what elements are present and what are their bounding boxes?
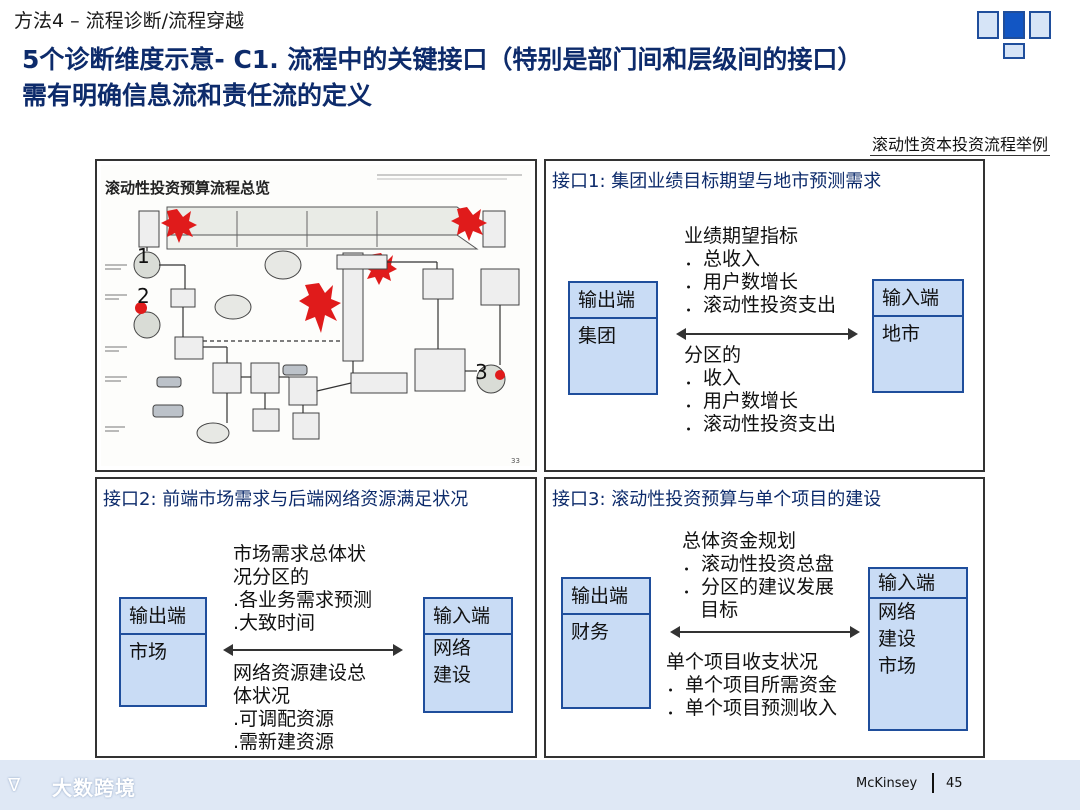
process-diagram-panel: 滚动性投资预算流程总览 1 2 — [95, 159, 537, 472]
bidirectional-arrow — [676, 328, 858, 340]
alert-burst — [451, 207, 487, 241]
output-box-body: 财务 — [571, 621, 610, 643]
marker-3: 3 — [475, 360, 488, 384]
flow-line: ．单个项目预测收入 — [666, 697, 838, 719]
flow-line: 市场需求总体状 — [233, 543, 367, 565]
input-box-body: 建设 — [433, 664, 472, 686]
marker-1: 1 — [137, 244, 150, 268]
flow-line: 分区的 — [684, 344, 742, 366]
alert-burst — [161, 209, 197, 243]
interface-3-panel: 接口3: 滚动性投资预算与单个项目的建设 输出端 财务 总体资金规划 ．滚动性投… — [544, 477, 985, 758]
bidirectional-arrow — [223, 644, 403, 656]
flow-line: ．收入 — [684, 367, 742, 389]
page-title-line1: 5个诊断维度示意- C1. 流程中的关键接口（特别是部门间和层级间的接口） — [22, 45, 863, 74]
top-flow: 业绩期望指标 ．总收入 ．用户数增长 ．滚动性投资支出 — [684, 225, 836, 317]
interface-2-title: 接口2: 前端市场需求与后端网络资源满足状况 — [103, 489, 469, 510]
output-box-header: 输出端 — [563, 579, 649, 615]
logo-square — [977, 11, 999, 39]
brand-label: McKinsey — [856, 776, 918, 791]
flow-line: .大致时间 — [233, 612, 316, 634]
flow-line: 网络资源建设总 — [233, 662, 367, 684]
flow-line: ．用户数增长 — [684, 390, 799, 412]
output-box-header: 输出端 — [121, 599, 205, 635]
flow-line: ．分区的建议发展 — [682, 576, 835, 598]
marker-2: 2 — [137, 284, 150, 308]
footer-divider — [932, 773, 934, 793]
interface-1-panel: 接口1: 集团业绩目标期望与地市预测需求 输出端 集团 业绩期望指标 ．总收入 … — [544, 159, 985, 472]
top-flow: 市场需求总体状 况分区的 .各业务需求预测 .大致时间 — [233, 543, 372, 635]
page-number: 45 — [946, 776, 963, 791]
logo-square — [1003, 43, 1025, 59]
flow-line: 业绩期望指标 — [684, 225, 799, 247]
input-box-body: 网络 — [878, 601, 917, 623]
input-box: 输入端 地市 — [872, 279, 964, 393]
alert-burst — [299, 283, 341, 333]
output-box: 输出端 集团 — [568, 281, 658, 395]
interface-2-panel: 接口2: 前端市场需求与后端网络资源满足状况 输出端 市场 市场需求总体状 况分… — [95, 477, 537, 758]
output-box: 输出端 市场 — [119, 597, 207, 707]
page-title-line2: 需有明确信息流和责任流的定义 — [22, 81, 373, 110]
flow-line: ．单个项目所需资金 — [666, 674, 838, 696]
bottom-flow: 分区的 ．收入 ．用户数增长 ．滚动性投资支出 — [684, 344, 836, 436]
flow-line: .各业务需求预测 — [233, 589, 373, 611]
watermark-icon: ᐁ — [8, 775, 21, 796]
interface-1-title: 接口1: 集团业绩目标期望与地市预测需求 — [552, 171, 882, 192]
output-box-body: 集团 — [578, 325, 617, 347]
flow-line: ．滚动性投资总盘 — [682, 553, 835, 575]
logo-square — [1003, 11, 1025, 39]
flow-line: 况分区的 — [233, 566, 310, 588]
watermark: 大数跨境 — [52, 776, 136, 800]
flow-line: ．用户数增长 — [684, 271, 799, 293]
top-flow: 总体资金规划 ．滚动性投资总盘 ．分区的建议发展 目标 — [682, 530, 834, 622]
diagram-title: 滚动性投资预算流程总览 — [105, 179, 270, 197]
input-box-header: 输入端 — [870, 569, 966, 599]
input-box: 输入端 网络 建设 市场 — [868, 567, 968, 731]
diagram-page-number: 33 — [511, 457, 520, 465]
output-box-body: 市场 — [129, 641, 168, 663]
flow-line: ．总收入 — [684, 248, 761, 270]
input-box-header: 输入端 — [425, 599, 511, 635]
input-box-body: 市场 — [878, 655, 917, 677]
method-label: 方法4 – 流程诊断/流程穿越 — [14, 10, 245, 32]
bottom-flow: 网络资源建设总 体状况 .可调配资源 .需新建资源 — [233, 662, 366, 754]
input-box-body: 网络 — [433, 637, 472, 659]
flow-line: ．滚动性投资支出 — [684, 413, 837, 435]
flow-line: ．滚动性投资支出 — [684, 294, 837, 316]
input-box: 输入端 网络 建设 — [423, 597, 513, 713]
interface-3-title: 接口3: 滚动性投资预算与单个项目的建设 — [552, 489, 882, 510]
flow-line: .需新建资源 — [233, 731, 335, 753]
flow-line: 目标 — [682, 599, 739, 621]
input-box-body: 地市 — [882, 323, 921, 345]
process-diagram: 滚动性投资预算流程总览 1 2 — [101, 165, 531, 466]
input-box-body: 建设 — [878, 628, 917, 650]
flow-line: 体状况 — [233, 685, 291, 707]
footer-bar — [0, 760, 1080, 810]
output-box-header: 输出端 — [570, 283, 656, 319]
input-box-header: 输入端 — [874, 281, 962, 317]
flow-line: .可调配资源 — [233, 708, 335, 730]
bidirectional-arrow — [670, 626, 860, 638]
flow-line: 总体资金规划 — [682, 530, 797, 552]
output-box: 输出端 财务 — [561, 577, 651, 709]
logo-square — [1029, 11, 1051, 39]
bottom-flow: 单个项目收支状况 ．单个项目所需资金 ．单个项目预测收入 — [666, 651, 837, 720]
flow-line: 单个项目收支状况 — [666, 651, 819, 673]
example-label: 滚动性资本投资流程举例 — [869, 131, 1050, 156]
